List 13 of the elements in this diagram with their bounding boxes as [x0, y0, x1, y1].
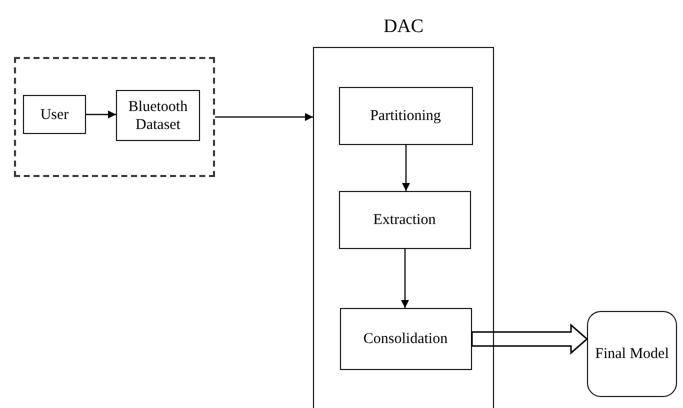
- arrow: [86, 110, 116, 118]
- process-box: User: [23, 95, 86, 134]
- group-title: DAC: [382, 15, 425, 39]
- rounded-box: Final Model: [587, 311, 677, 397]
- dashed-group-box: [14, 57, 215, 177]
- arrow: [401, 249, 409, 308]
- arrow: [215, 113, 313, 121]
- process-box: Consolidation: [340, 308, 472, 370]
- process-box: Extraction: [338, 190, 470, 248]
- process-box: Partitioning: [338, 86, 472, 144]
- arrow: [402, 145, 410, 191]
- block-arrow: [471, 323, 588, 355]
- process-box: Bluetooth Dataset: [116, 90, 200, 141]
